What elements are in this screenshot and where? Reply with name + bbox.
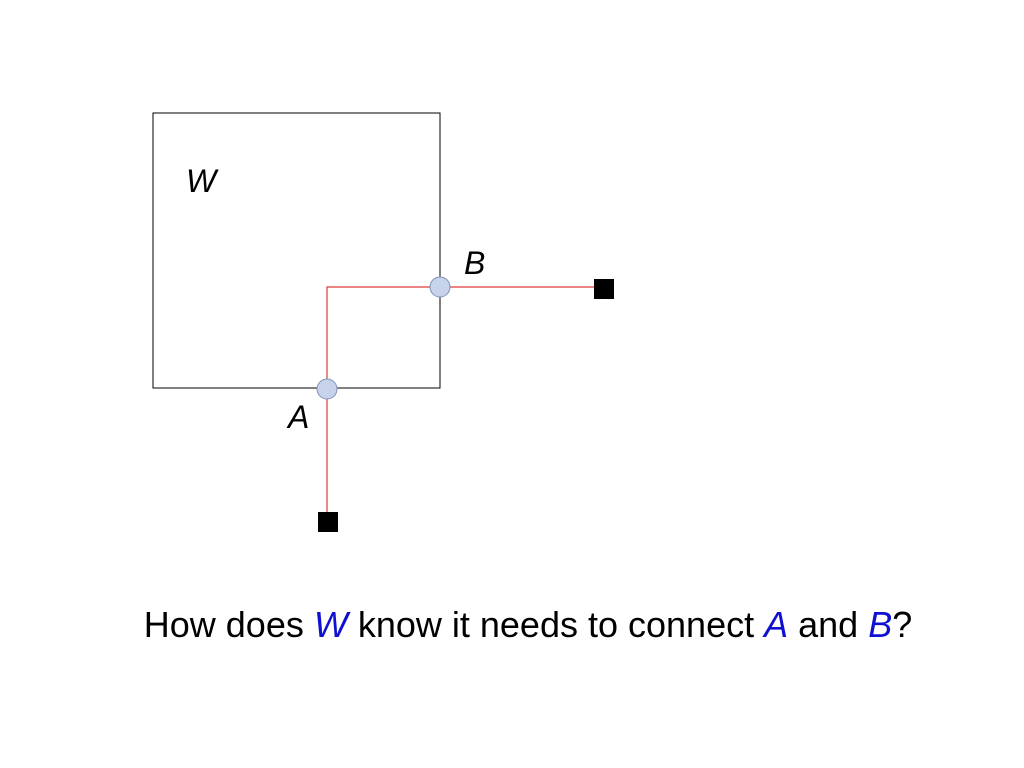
caption-text-1: How does	[143, 604, 314, 645]
caption-a: A	[764, 604, 789, 645]
caption-w: W	[313, 604, 348, 645]
terminal-right	[594, 279, 614, 299]
connection-wire	[326, 286, 603, 521]
question-caption: How does W know it needs to connect A an…	[0, 603, 1024, 647]
terminal-bottom	[318, 512, 338, 532]
region-w-label: W	[186, 163, 219, 199]
caption-b: B	[868, 604, 893, 645]
caption-text-2: know it needs to connect	[347, 604, 765, 645]
point-b-label: B	[464, 245, 485, 281]
region-w-boundary	[152, 112, 441, 389]
point-a-label: A	[286, 399, 309, 435]
crossing-point-b	[429, 276, 451, 298]
caption-text-4: ?	[892, 604, 913, 645]
caption-text-3: and	[788, 604, 869, 645]
crossing-point-a	[316, 378, 338, 400]
